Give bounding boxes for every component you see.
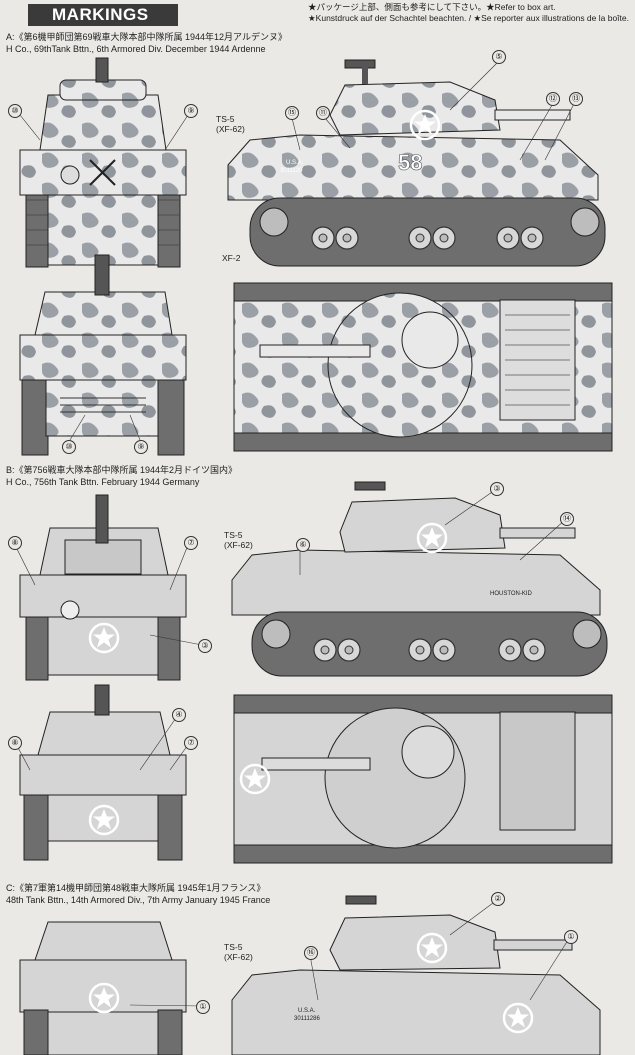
section-b-line2: H Co., 756th Tank Bttn. February 1944 Ge… (6, 477, 200, 487)
a-num-15: ⑮ (285, 106, 299, 120)
c-num-1-rear: ① (196, 1000, 210, 1014)
a-num-11: ⑪ (316, 106, 330, 120)
c-serial-text: 30111286 (294, 1016, 320, 1022)
b-num-8-bottom: ⑧ (8, 736, 22, 750)
b-num-7-top: ⑦ (184, 536, 198, 550)
b-num-7-bottom: ⑦ (184, 736, 198, 750)
c-usa-text: U.S.A. (298, 1008, 316, 1014)
a-paint-xf2: XF-2 (222, 253, 241, 263)
a-paint-ts5-code: TS-5 (216, 114, 235, 124)
b-num-6: ⑥ (296, 538, 310, 552)
b-num-14: ⑭ (560, 512, 574, 526)
b-front-view (19, 494, 187, 681)
a-num-13: ⑬ (569, 92, 583, 106)
b-rear-view (19, 684, 187, 861)
section-c-header: C:《第7軍第14機甲師団第48戦車大隊所属 1945年1月フランス》 48th… (6, 882, 270, 906)
box-art-notes: ★パッケージ上部、側面も参考にして下さい。★Refer to box art. … (308, 2, 629, 24)
a-num-9-bottom: ⑨ (134, 440, 148, 454)
a-side-view (227, 59, 606, 267)
a-turret-number: 58 (398, 150, 423, 175)
a-top-view (233, 282, 613, 452)
c-rear-view (19, 921, 187, 1055)
b-side-view (231, 481, 608, 677)
b-paint-ts5: TS-5 (XF-62) (224, 530, 253, 550)
b-paint-ts5-code: TS-5 (224, 530, 243, 540)
header: MARKINGS ★パッケージ上部、側面も参考にして下さい。★Refer to … (0, 0, 635, 28)
b-num-8-top: ⑧ (8, 536, 22, 550)
c-num-2: ② (491, 892, 505, 906)
a-front-view (19, 57, 187, 268)
b-num-3-side: ③ (490, 482, 504, 496)
b-num-3-front: ③ (198, 639, 212, 653)
a-num-9-top: ⑨ (184, 104, 198, 118)
a-rear-view (19, 254, 187, 456)
c-paint-ts5: TS-5 (XF-62) (224, 942, 253, 962)
b-num-4: ④ (172, 708, 186, 722)
a-paint-xf62-code: (XF-62) (216, 124, 245, 134)
a-num-10-top: ⑩ (8, 104, 22, 118)
a-num-10-bottom: ⑩ (62, 440, 76, 454)
section-a-line1: A:《第6機甲師団第69戦車大隊本部中隊所属 1944年12月アルデンヌ》 (6, 32, 287, 42)
a-num-12: ⑫ (546, 92, 560, 106)
section-c-line1: C:《第7軍第14機甲師団第48戦車大隊所属 1945年1月フランス》 (6, 883, 266, 893)
c-paint-xf62-code: (XF-62) (224, 952, 253, 962)
a-num-5: ⑤ (492, 50, 506, 64)
section-c-line2: 48th Tank Bttn., 14th Armored Div., 7th … (6, 895, 271, 905)
b-top-view (233, 694, 613, 864)
b-houston-kid: HOUSTON-KID (490, 591, 532, 597)
b-paint-xf62-code: (XF-62) (224, 540, 253, 550)
c-paint-ts5-code: TS-5 (224, 942, 243, 952)
section-a-line2: H Co., 69thTank Bttn., 6th Armored Div. … (6, 44, 266, 54)
section-b-line1: B:《第756戦車大隊本部中隊所属 1944年2月ドイツ国内》 (6, 465, 238, 475)
c-num-1-side: ① (564, 930, 578, 944)
a-serial-text: 3011120 (280, 168, 303, 174)
c-num-16: ⑯ (304, 946, 318, 960)
c-side-view (231, 895, 601, 1055)
a-usa-text: U.S.A. (286, 160, 304, 166)
page-title: MARKINGS (28, 4, 178, 26)
a-paint-ts5: TS-5 (XF-62) (216, 114, 245, 134)
note-line-1: ★パッケージ上部、側面も参考にして下さい。★Refer to box art. (308, 2, 556, 12)
section-a-header: A:《第6機甲師団第69戦車大隊本部中隊所属 1944年12月アルデンヌ》 H … (6, 31, 287, 55)
section-b-header: B:《第756戦車大隊本部中隊所属 1944年2月ドイツ国内》 H Co., 7… (6, 464, 237, 488)
note-line-2: ★Kunstdruck auf der Schachtel beachten. … (308, 13, 629, 23)
